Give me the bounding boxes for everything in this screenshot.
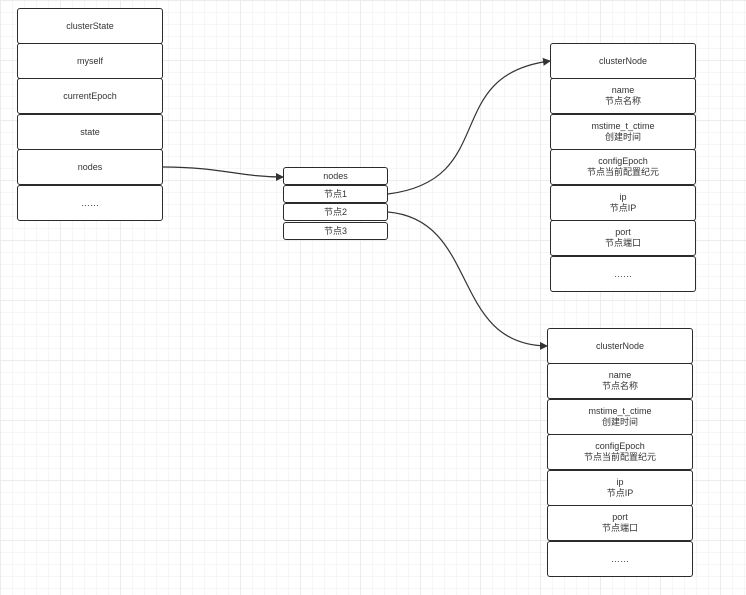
- arrow-nodes-to-array: [162, 166, 284, 181]
- field-name: clusterNode: [598, 55, 648, 66]
- field-name: configEpoch: [595, 441, 645, 451]
- field-desc: 节点当前配置纪元: [583, 452, 656, 462]
- cell-label: 节点2: [323, 206, 347, 217]
- field-desc: 创建时间: [604, 132, 641, 142]
- cluster-node-title: clusterNode: [547, 328, 693, 364]
- field-label: ……: [81, 197, 99, 208]
- field-nodes: nodes: [17, 149, 163, 185]
- field-name: port: [615, 227, 631, 237]
- nodes-array-item-2: 节点2: [283, 203, 388, 221]
- field-label: currentEpoch: [63, 90, 117, 101]
- cluster-state-title: clusterState: [17, 8, 163, 44]
- cluster-node-title: clusterNode: [550, 43, 696, 79]
- nodes-array-item-3: 节点3: [283, 222, 388, 240]
- field-desc: 节点名称: [604, 96, 641, 106]
- field-label: nodes: [77, 161, 103, 172]
- field-label: myself: [76, 55, 103, 66]
- arrow-node2-to-clusternode: [387, 211, 548, 350]
- field-name: clusterNode: [595, 340, 645, 351]
- field-name: ip: [616, 477, 624, 487]
- field-name: mstime_t_ctime: [591, 121, 655, 131]
- field-state: state: [17, 114, 163, 150]
- field-desc: 节点IP: [606, 488, 634, 498]
- cell-label: nodes: [323, 170, 348, 181]
- cell-label: 节点1: [323, 188, 347, 199]
- arrow-node1-to-clusternode: [387, 57, 551, 195]
- field-desc: 节点端口: [604, 238, 641, 248]
- field-desc: 创建时间: [601, 417, 638, 427]
- field-desc: 节点当前配置纪元: [586, 167, 659, 177]
- field-name: ip: [619, 192, 627, 202]
- field-desc: 节点名称: [601, 381, 638, 391]
- field-name: name: [608, 370, 632, 380]
- field-myself: myself: [17, 43, 163, 79]
- cell-label: 节点3: [323, 225, 347, 236]
- field-current-epoch: currentEpoch: [17, 78, 163, 114]
- field-name: ……: [614, 268, 632, 279]
- field-name: configEpoch: [598, 156, 648, 166]
- nodes-array-item-1: 节点1: [283, 185, 388, 203]
- field-name: name: [611, 85, 635, 95]
- nodes-array: nodes 节点1 节点2 节点3: [283, 167, 388, 240]
- field-ellipsis-row: ……: [547, 541, 693, 577]
- field-name: mstime_t_ctime: [588, 406, 652, 416]
- nodes-array-title: nodes: [283, 167, 388, 185]
- field-name: port: [612, 512, 628, 522]
- field-ellipsis: ……: [17, 185, 163, 221]
- field-ellipsis-row: ……: [550, 256, 696, 292]
- cluster-state-struct: clusterState myself currentEpoch state n…: [17, 8, 163, 221]
- field-name: ……: [611, 553, 629, 564]
- field-label: clusterState: [66, 20, 114, 31]
- field-desc: 节点端口: [601, 523, 638, 533]
- field-label: state: [80, 126, 100, 137]
- field-desc: 节点IP: [609, 203, 637, 213]
